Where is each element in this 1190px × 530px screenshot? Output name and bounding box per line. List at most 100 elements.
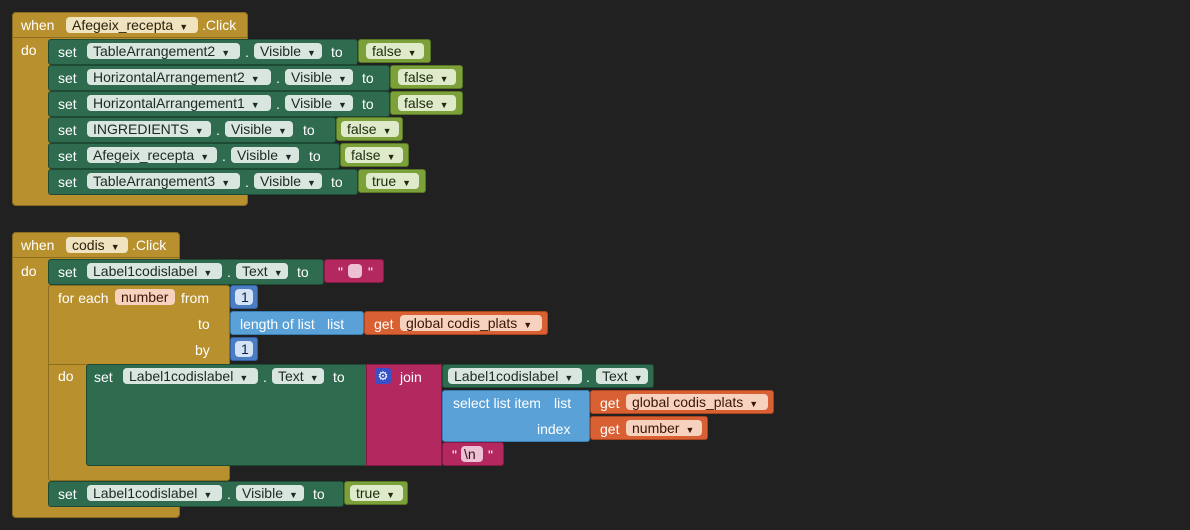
- set-label: set: [58, 174, 77, 190]
- boolean-dropdown[interactable]: true▼: [350, 485, 403, 501]
- property-dropdown[interactable]: Text▼: [236, 263, 288, 279]
- set-label: set: [58, 70, 77, 86]
- variable-dropdown[interactable]: number▼: [626, 420, 702, 436]
- property-dropdown[interactable]: Visible▼: [236, 485, 304, 501]
- property-dropdown[interactable]: Visible▼: [285, 95, 353, 111]
- component-dropdown[interactable]: TableArrangement3▼: [87, 173, 240, 189]
- do-label: do: [58, 368, 74, 384]
- select-list-item-block[interactable]: [442, 390, 590, 442]
- to-label: to: [297, 264, 309, 280]
- empty-text-field[interactable]: [348, 264, 362, 278]
- chevron-down-icon: ▼: [289, 490, 298, 500]
- dot-label: .: [245, 44, 249, 60]
- component-dropdown[interactable]: Afegeix_recepta▼: [66, 17, 198, 33]
- list-label: list: [327, 316, 345, 332]
- quote-close: ": [488, 447, 493, 463]
- event-name: .Click: [202, 17, 237, 33]
- chevron-down-icon: ▼: [284, 152, 293, 162]
- chevron-down-icon: ▼: [250, 100, 260, 110]
- chevron-down-icon: ▼: [439, 100, 449, 110]
- chevron-down-icon: ▼: [633, 373, 643, 383]
- number-field[interactable]: 1: [235, 289, 253, 305]
- chevron-down-icon: ▼: [382, 126, 392, 136]
- chevron-down-icon: ▼: [250, 74, 260, 84]
- property-dropdown[interactable]: Text▼: [596, 368, 648, 384]
- join-label: join: [400, 369, 422, 385]
- chevron-down-icon: ▼: [273, 268, 283, 278]
- component-dropdown[interactable]: TableArrangement2▼: [87, 43, 240, 59]
- newline-text-field[interactable]: \n: [461, 446, 483, 462]
- when-label: when: [21, 237, 55, 253]
- get-label: get: [374, 316, 394, 332]
- to-label: to: [313, 486, 325, 502]
- dot-label: .: [222, 148, 226, 164]
- component-dropdown[interactable]: Label1codislabel▼: [87, 485, 222, 501]
- chevron-down-icon: ▼: [338, 74, 347, 84]
- component-dropdown[interactable]: HorizontalArrangement1▼: [87, 95, 271, 111]
- set-label: set: [58, 122, 77, 138]
- dot-label: .: [227, 486, 231, 502]
- chevron-down-icon: ▼: [386, 490, 396, 500]
- number-field[interactable]: 1: [235, 341, 253, 357]
- to-label: to: [331, 44, 343, 60]
- set-label: set: [94, 369, 113, 385]
- boolean-dropdown[interactable]: false▼: [398, 95, 456, 111]
- get-label: get: [600, 421, 620, 437]
- component-dropdown[interactable]: Label1codislabel▼: [123, 368, 258, 384]
- chevron-down-icon: ▼: [194, 126, 204, 136]
- dot-label: .: [276, 70, 280, 86]
- set-label: set: [58, 486, 77, 502]
- component-dropdown[interactable]: HorizontalArrangement2▼: [87, 69, 271, 85]
- to-label: to: [198, 316, 210, 332]
- do-label: do: [21, 263, 37, 279]
- chevron-down-icon: ▼: [685, 425, 695, 435]
- boolean-dropdown[interactable]: false▼: [345, 147, 403, 163]
- quote-close: ": [368, 264, 373, 280]
- get-label: get: [600, 395, 620, 411]
- boolean-dropdown[interactable]: false▼: [398, 69, 456, 85]
- by-label: by: [195, 342, 210, 358]
- length-of-list-label: length of list: [240, 316, 315, 332]
- from-label: from: [181, 290, 209, 306]
- boolean-dropdown[interactable]: true▼: [366, 173, 419, 189]
- component-dropdown[interactable]: codis▼: [66, 237, 128, 253]
- event-name: .Click: [132, 237, 167, 253]
- property-dropdown[interactable]: Visible▼: [254, 43, 322, 59]
- chevron-down-icon: ▼: [203, 490, 213, 500]
- chevron-down-icon: ▼: [200, 152, 210, 162]
- dot-label: .: [245, 174, 249, 190]
- property-dropdown[interactable]: Visible▼: [285, 69, 353, 85]
- property-dropdown[interactable]: Visible▼: [225, 121, 293, 137]
- variable-dropdown[interactable]: global codis_plats▼: [626, 394, 768, 410]
- quote-open: ": [338, 264, 343, 280]
- component-dropdown[interactable]: Label1codislabel▼: [87, 263, 222, 279]
- boolean-dropdown[interactable]: false▼: [341, 121, 399, 137]
- property-dropdown[interactable]: Visible▼: [254, 173, 322, 189]
- mutator-gear-icon[interactable]: ⚙: [375, 368, 391, 384]
- chevron-down-icon: ▼: [203, 268, 213, 278]
- select-list-item-label: select list item: [453, 395, 541, 411]
- length-of-list-block[interactable]: [230, 311, 364, 335]
- component-dropdown[interactable]: INGREDIENTS▼: [87, 121, 211, 137]
- dot-label: .: [216, 122, 220, 138]
- chevron-down-icon: ▼: [239, 373, 249, 383]
- for-each-label: for each: [58, 290, 109, 306]
- quote-open: ": [452, 447, 457, 463]
- boolean-dropdown[interactable]: false▼: [366, 43, 424, 59]
- chevron-down-icon: ▼: [402, 178, 412, 188]
- component-dropdown[interactable]: Label1codislabel▼: [448, 368, 582, 384]
- dot-label: .: [276, 96, 280, 112]
- property-dropdown[interactable]: Text▼: [272, 368, 324, 384]
- chevron-down-icon: ▼: [439, 74, 449, 84]
- variable-dropdown[interactable]: global codis_plats▼: [400, 315, 542, 331]
- list-label: list: [554, 395, 572, 411]
- chevron-down-icon: ▼: [407, 48, 417, 58]
- dot-label: .: [263, 369, 267, 385]
- to-label: to: [333, 369, 345, 385]
- chevron-down-icon: ▼: [110, 242, 120, 252]
- loop-variable-field[interactable]: number: [115, 289, 175, 305]
- component-dropdown[interactable]: Afegeix_recepta▼: [87, 147, 217, 163]
- property-dropdown[interactable]: Visible▼: [231, 147, 299, 163]
- chevron-down-icon: ▼: [179, 22, 189, 32]
- set-label: set: [58, 264, 77, 280]
